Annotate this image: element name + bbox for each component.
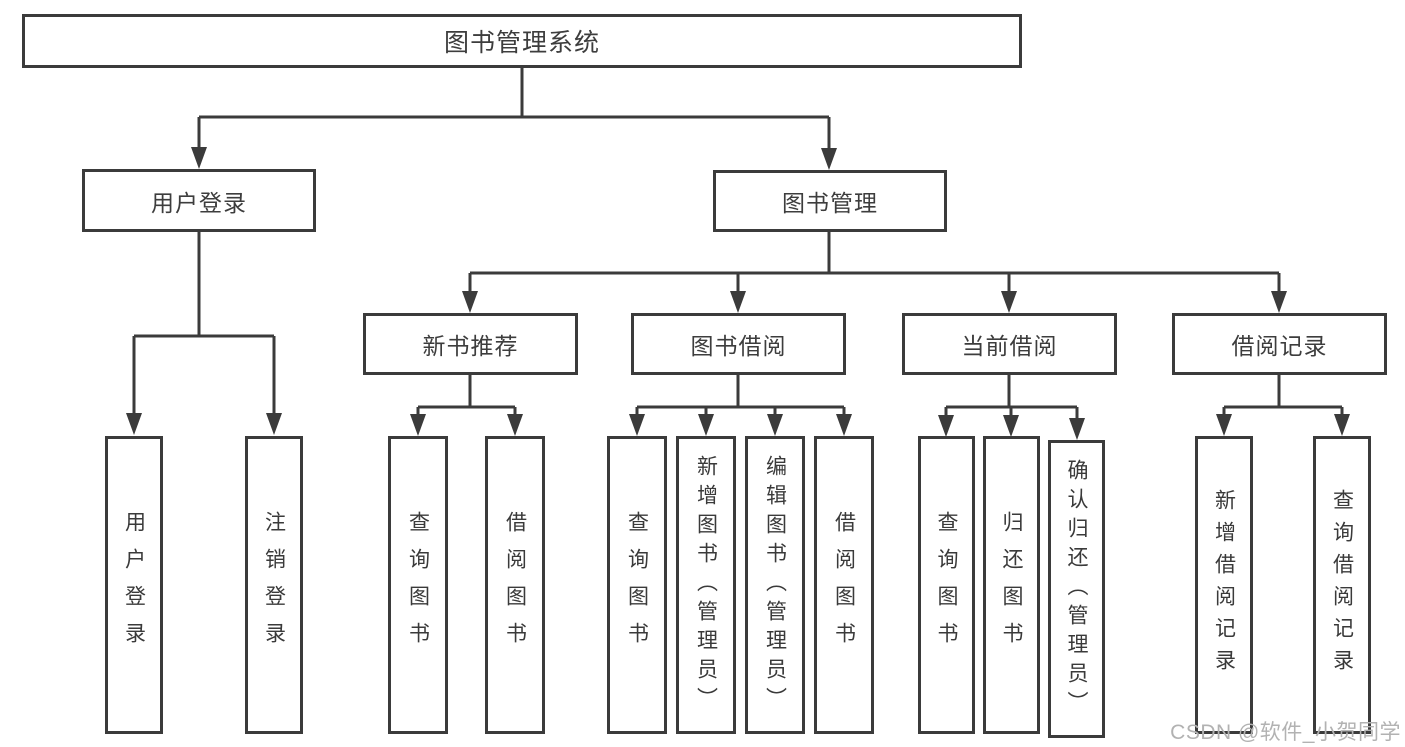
- connector-group1-to-leaves: [635, 375, 846, 419]
- connector-group3-to-leaves: [1222, 375, 1344, 419]
- node-book-borrowing: 图书借阅: [631, 313, 846, 375]
- leaf-query-book-current: 查询图书: [918, 436, 975, 734]
- node-new-book-recommend: 新书推荐: [363, 313, 578, 375]
- node-user-login: 用户登录: [82, 169, 316, 232]
- leaf-query-book-recommend: 查询图书: [388, 436, 448, 734]
- arrowheads: [126, 147, 1350, 440]
- node-borrowing-records: 借阅记录: [1172, 313, 1387, 375]
- connector-login-to-leaves: [132, 232, 276, 416]
- node-book-management: 图书管理: [713, 170, 947, 232]
- leaf-return-book: 归还图书: [983, 436, 1040, 734]
- node-root: 图书管理系统: [22, 14, 1022, 68]
- connector-mgmt-to-groups: [468, 232, 1281, 294]
- csdn-watermark: CSDN @软件_小贺同学: [1170, 721, 1401, 744]
- connector-group2-to-leaves: [944, 375, 1079, 421]
- leaf-add-book-admin: 新增图书（管理员）: [676, 436, 736, 734]
- connector-root-to-level2: [197, 68, 831, 151]
- leaf-query-borrow-record: 查询借阅记录: [1313, 436, 1371, 734]
- leaf-logout: 注销登录: [245, 436, 303, 734]
- leaf-query-book-borrowing: 查询图书: [607, 436, 667, 734]
- leaf-user-login: 用户登录: [105, 436, 163, 734]
- leaf-edit-book-admin: 编辑图书（管理员）: [745, 436, 805, 734]
- leaf-borrow-book-borrowing: 借阅图书: [814, 436, 874, 734]
- node-current-borrowing: 当前借阅: [902, 313, 1117, 375]
- leaf-confirm-return-admin: 确认归还（管理员）: [1048, 440, 1105, 738]
- connector-group0-to-leaves: [416, 375, 517, 419]
- leaf-add-borrow-record: 新增借阅记录: [1195, 436, 1253, 734]
- leaf-borrow-book-recommend: 借阅图书: [485, 436, 545, 734]
